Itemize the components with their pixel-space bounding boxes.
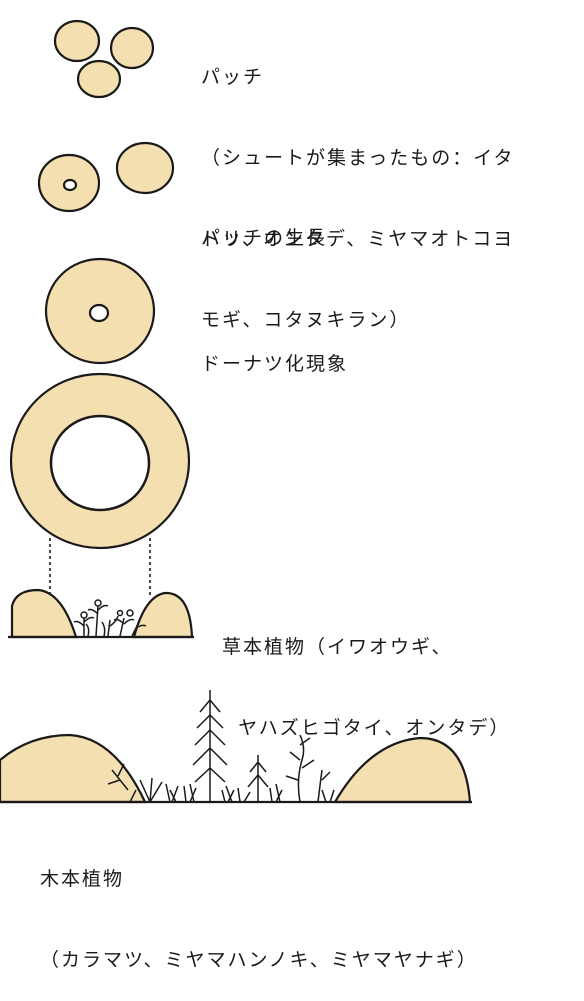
patch-label-line: パッチ [201, 66, 265, 88]
mound-right-large [333, 736, 472, 804]
herbaceous-label: 草本植物（イワオウギ、 ヤハズヒゴタイ、オンタデ） [222, 580, 510, 769]
woody-label-line: （カラマツ、ミヤマハンノキ、ミヤマヤナギ） [40, 949, 478, 971]
large-donut-hole [49, 414, 151, 512]
patch-circle [53, 19, 101, 63]
stage-patch-illustration [53, 19, 155, 99]
patch-circle [115, 141, 175, 195]
donut-label-line: ドーナツ化現象 [201, 353, 349, 375]
woody-label-line: 木本植物 [40, 868, 125, 890]
herbaceous-label-line: ヤハズヒゴタイ、オンタデ） [222, 717, 511, 739]
patch-label-line: （シュートが集まったもの：イタ [201, 147, 515, 169]
projection-lines [49, 538, 151, 598]
stage-growth-illustration [37, 141, 175, 213]
patch-label-line: ドリ、オンタデ、ミヤマオトコヨ [201, 228, 515, 250]
herbaceous-label-line: 草本植物（イワオウギ、 [222, 636, 453, 658]
patch-label: パッチ （シュートが集まったもの：イタ ドリ、オンタデ、ミヤマオトコヨ モギ、コ… [201, 10, 514, 361]
patch-growth-label-line: パッチの生長 [201, 227, 328, 249]
woody-label: 木本植物 （カラマツ、ミヤマハンノキ、ミヤマヤナギ） [40, 812, 478, 1001]
mound-left-large [0, 733, 147, 804]
stage-donut-illustration [44, 257, 156, 365]
woody-plants [107, 690, 335, 803]
donut-label: ドーナツ化現象 [201, 297, 348, 405]
stage-large-donut-illustration [9, 372, 191, 550]
herb-plants [73, 599, 147, 637]
patch-growth-label: パッチの生長 [201, 171, 327, 279]
patch-center-hole [62, 178, 78, 192]
mound-left [10, 588, 78, 639]
patch-label-line: モギ、コタヌキラン） [201, 309, 411, 331]
patch-development-diagram: .pf { fill: #f3dfb0; stroke: #1a1a1a; st… [0, 19, 472, 804]
woody-cross-section [0, 690, 472, 804]
mound-right [132, 591, 194, 639]
donut-hole [88, 303, 110, 323]
patch-circle [109, 26, 155, 70]
patch-circle [76, 59, 122, 99]
herbaceous-cross-section [8, 588, 194, 639]
